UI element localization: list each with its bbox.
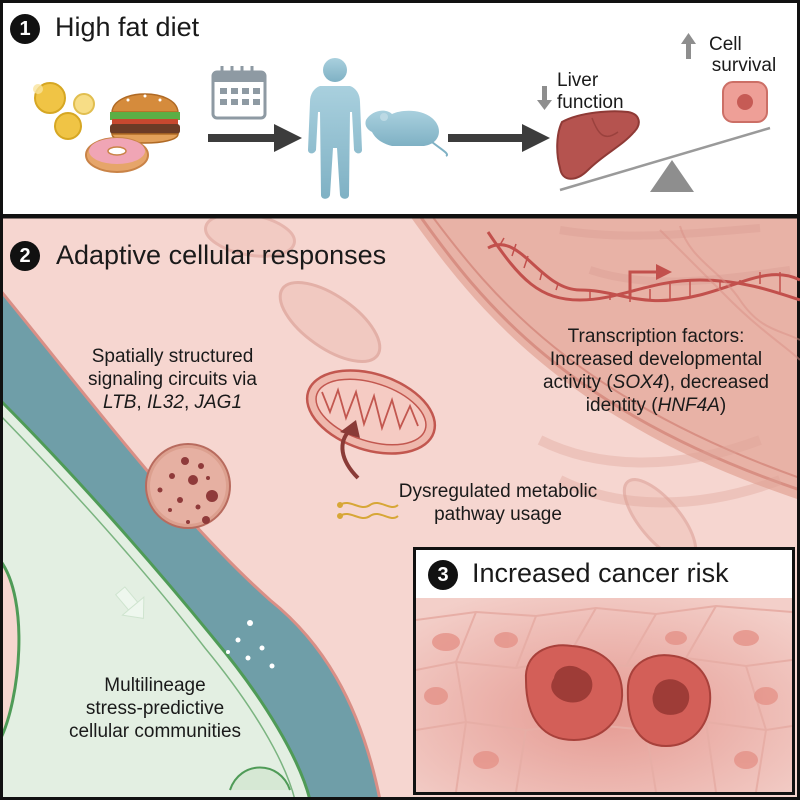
signaling-text: Spatially structured signaling circuits … (45, 345, 300, 414)
panel2-title: Adaptive cellular responses (56, 240, 387, 270)
transcription-text: Transcription factors: Increased develop… (522, 325, 790, 417)
text-fragment: ), decreased (663, 372, 769, 393)
communities-text: Multilineage stress-predictive cellular … (45, 674, 265, 743)
liver-function-line2: function (557, 92, 624, 113)
gene-jag1: JAG1 (194, 392, 243, 413)
gene-sox4: SOX4 (612, 372, 664, 393)
transcription-line3: activity (SOX4), decreased (522, 371, 790, 394)
receptor-arrow-icon (114, 586, 145, 619)
signaling-line2: signaling circuits via (88, 369, 257, 390)
panel3-number-badge: 3 (428, 560, 458, 590)
arrow-icon (208, 124, 302, 152)
food-icon (33, 82, 180, 173)
dna-icon (486, 225, 800, 361)
panel3-box: 3 Increased cancer risk (413, 547, 795, 795)
metabolic-line2: pathway usage (434, 504, 562, 525)
gene-ltb: LTB (102, 392, 137, 413)
cell-icon (722, 81, 768, 123)
metabolic-text: Dysregulated metabolic pathway usage (382, 480, 614, 526)
liver-function-label: Liver function (557, 70, 624, 114)
panel3-title: Increased cancer risk (472, 558, 729, 588)
panel1-number-badge: 1 (10, 14, 40, 44)
pathway-icon (337, 502, 399, 519)
cell-survival-line1: Cell (709, 34, 742, 55)
separator: , (183, 392, 195, 413)
panel2-background (0, 216, 800, 800)
communities-line1: Multilineage (104, 675, 206, 696)
communities-line3: cellular communities (68, 721, 242, 742)
signaling-line1: Spatially structured (91, 346, 254, 367)
cancer-tissue-graphic (416, 598, 792, 792)
panel2-border (0, 215, 800, 800)
communities-line2: stress-predictive (85, 698, 225, 719)
liver-icon (556, 110, 640, 180)
gene-il32: IL32 (146, 392, 184, 413)
text-fragment: activity ( (542, 372, 613, 393)
panel2-number-badge: 2 (10, 241, 40, 271)
calendar-icon (211, 66, 267, 120)
text-fragment: identity ( (585, 395, 658, 416)
transcription-line4: identity (HNF4A) (522, 394, 790, 417)
down-arrow-icon (537, 86, 552, 110)
transcription-line2: Increased developmental (549, 349, 763, 370)
gene-hnf4a: HNF4A (657, 395, 720, 416)
text-fragment: ) (719, 395, 727, 416)
liver-function-line1: Liver (557, 70, 599, 91)
cell-survival-label: Cell survival (699, 34, 789, 76)
cancer-cell-icon (524, 644, 624, 742)
vesicle-icon (145, 443, 231, 529)
panel1-title: High fat diet (55, 12, 200, 42)
mouse-icon (365, 110, 448, 157)
human-icon (308, 58, 362, 199)
balance-scale-icon (559, 126, 771, 192)
transcription-line1: Transcription factors: (567, 326, 745, 347)
up-arrow-icon (681, 33, 696, 59)
arrow-icon (448, 124, 550, 152)
cancer-cell-icon (626, 654, 712, 748)
secreted-particles (226, 620, 275, 669)
metabolic-line1: Dysregulated metabolic (398, 481, 598, 502)
signaling-line3: LTB, IL32, JAG1 (45, 391, 300, 414)
mitochondrion-icon (305, 369, 437, 455)
separator: , (136, 392, 147, 413)
cell-survival-line2: survival (711, 55, 777, 76)
curved-arrow-icon (340, 420, 360, 480)
